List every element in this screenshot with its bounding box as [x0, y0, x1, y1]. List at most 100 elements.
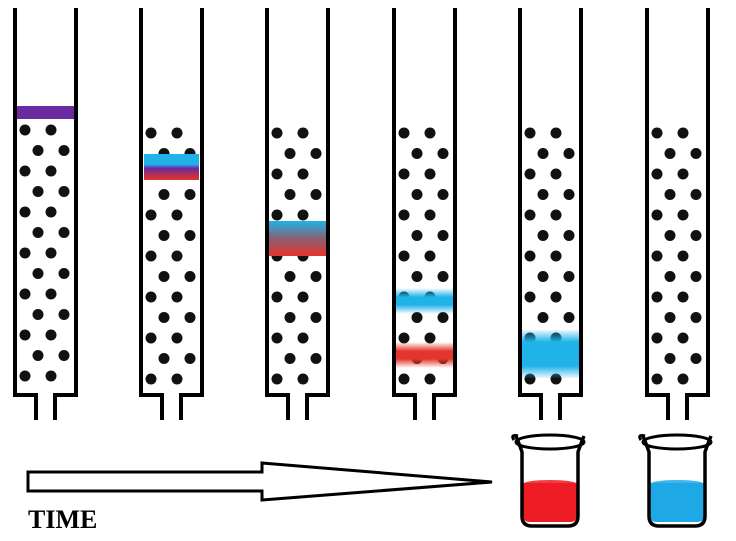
bead: [32, 186, 44, 197]
bead: [411, 148, 423, 159]
bead: [297, 127, 309, 139]
bead: [690, 148, 702, 159]
bead: [524, 168, 536, 180]
bead: [677, 168, 689, 180]
liquid-surface: [523, 480, 577, 488]
column-wall: [518, 8, 583, 420]
beaker-liquid: [650, 483, 704, 522]
bead: [19, 370, 31, 382]
bead: [664, 189, 676, 200]
beaker-glass: [514, 435, 586, 528]
bead: [537, 230, 549, 241]
liquid-surface: [650, 480, 704, 488]
bead: [145, 291, 157, 303]
bead: [310, 271, 322, 282]
band-blue: [396, 288, 453, 314]
bead: [310, 312, 322, 323]
bead: [310, 148, 322, 159]
bead: [158, 189, 170, 200]
bead: [145, 209, 157, 221]
bead: [398, 373, 410, 385]
bead: [58, 145, 70, 156]
bead: [424, 209, 436, 221]
bead: [184, 312, 196, 323]
column-wall: [13, 8, 78, 420]
bead: [271, 168, 283, 180]
bead: [145, 127, 157, 139]
bead: [58, 268, 70, 279]
columns-layer: [13, 8, 710, 420]
beaker-rim: [514, 433, 586, 451]
bead: [677, 373, 689, 385]
bead: [651, 168, 663, 180]
column-wall: [645, 8, 710, 420]
bead: [664, 271, 676, 282]
bead: [271, 209, 283, 221]
bead: [537, 312, 549, 323]
bead: [424, 332, 436, 344]
bead: [437, 230, 449, 241]
bead: [297, 291, 309, 303]
bead: [45, 124, 57, 136]
band-purple: [17, 106, 74, 119]
bead: [145, 250, 157, 262]
bead: [563, 312, 575, 323]
bead: [690, 312, 702, 323]
bead: [310, 353, 322, 364]
bead: [563, 148, 575, 159]
bead: [297, 168, 309, 180]
bead: [32, 145, 44, 156]
bead: [19, 247, 31, 259]
bead: [184, 230, 196, 241]
bead: [184, 189, 196, 200]
bead: [284, 353, 296, 364]
bead: [158, 230, 170, 241]
bead: [524, 291, 536, 303]
bead: [677, 291, 689, 303]
bead: [171, 250, 183, 262]
bead: [297, 373, 309, 385]
bead: [664, 148, 676, 159]
bead: [171, 332, 183, 344]
bead: [424, 168, 436, 180]
column-6: [645, 8, 710, 420]
bead: [271, 127, 283, 139]
bead: [677, 332, 689, 344]
bead: [145, 373, 157, 385]
bead: [664, 312, 676, 323]
beaker-spout: [511, 434, 519, 441]
bead: [284, 271, 296, 282]
beaker-red: [511, 433, 586, 528]
bead: [664, 353, 676, 364]
bead: [550, 209, 562, 221]
beakers-layer: [511, 433, 713, 528]
bead: [171, 373, 183, 385]
bead: [563, 189, 575, 200]
bead: [550, 127, 562, 139]
time-arrow: [26, 461, 493, 502]
bead: [424, 127, 436, 139]
bead: [424, 250, 436, 262]
bead: [398, 250, 410, 262]
bead: [32, 227, 44, 238]
band-mixed: [144, 154, 199, 180]
bead: [563, 230, 575, 241]
bead: [184, 271, 196, 282]
bead: [271, 332, 283, 344]
bead: [158, 353, 170, 364]
bead: [550, 250, 562, 262]
bead: [690, 271, 702, 282]
bead: [58, 186, 70, 197]
bead: [651, 127, 663, 139]
bead: [677, 250, 689, 262]
bead: [398, 168, 410, 180]
bead: [58, 309, 70, 320]
bead: [297, 332, 309, 344]
bead: [158, 271, 170, 282]
bead: [171, 127, 183, 139]
bead: [651, 209, 663, 221]
bead: [651, 250, 663, 262]
bead: [550, 168, 562, 180]
column-1: [13, 8, 78, 420]
